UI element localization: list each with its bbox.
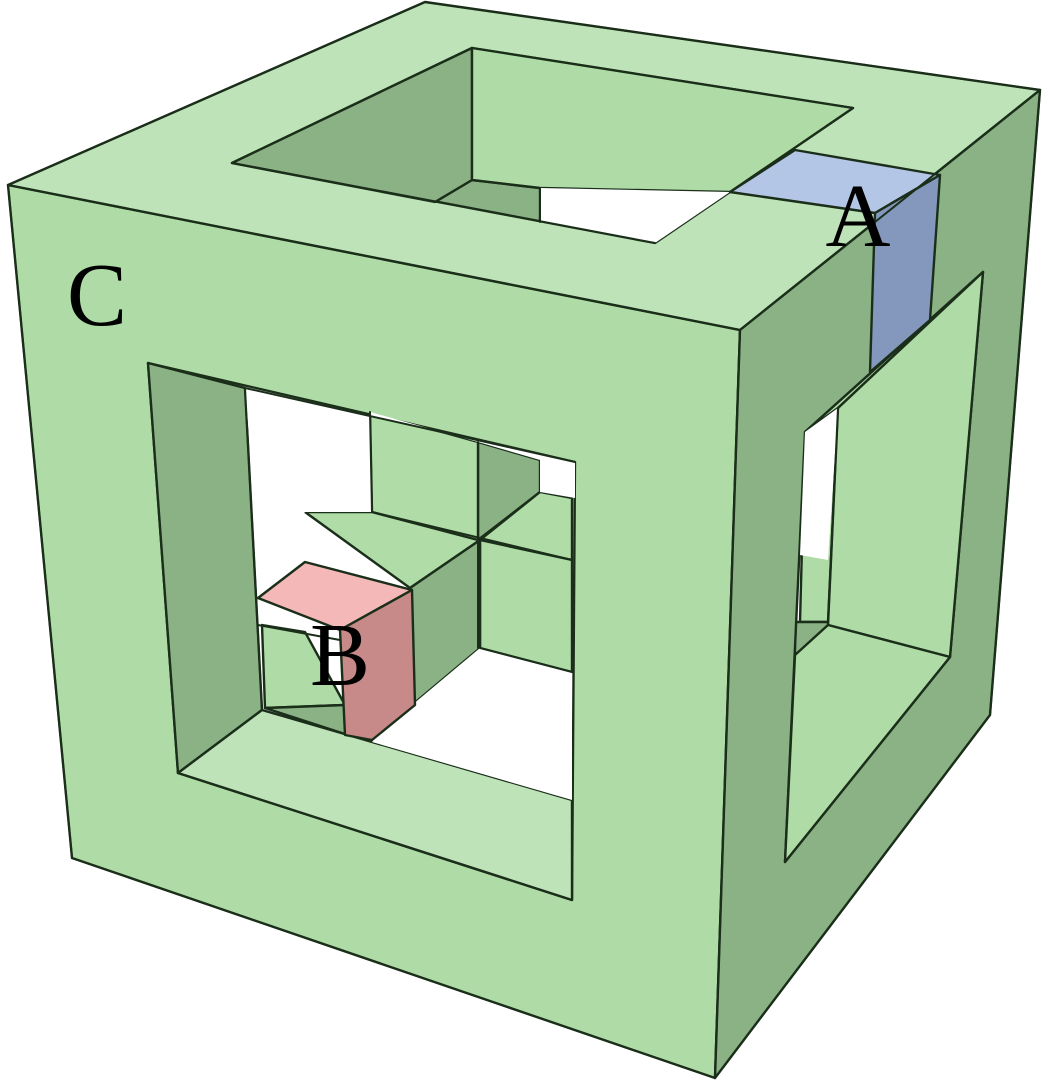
label-c: C	[67, 246, 127, 345]
right-window-opening	[800, 408, 838, 560]
label-a: A	[826, 167, 891, 266]
label-b: B	[310, 606, 370, 705]
cube-a	[728, 148, 942, 374]
front-window-opening-bottom	[372, 648, 572, 800]
right-window-bottom-reveal	[783, 623, 952, 864]
cube-b-side	[338, 588, 417, 742]
front-window-opening-top	[245, 388, 575, 590]
cube-b	[256, 560, 417, 742]
